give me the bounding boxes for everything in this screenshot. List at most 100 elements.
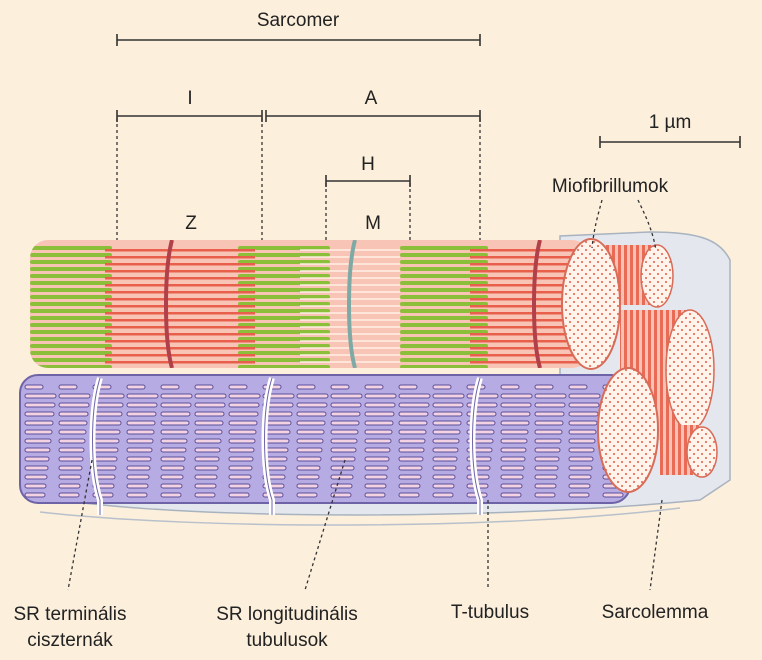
sr-tubule xyxy=(126,483,149,489)
sr-tubule xyxy=(228,411,259,417)
t-tubule-outline xyxy=(472,377,481,515)
sr-tubule xyxy=(194,420,224,426)
thin-filament xyxy=(105,347,255,350)
thin-filament xyxy=(470,354,590,357)
thin-filament xyxy=(470,298,590,301)
sr-tubule xyxy=(398,384,418,390)
sr-tubule xyxy=(296,465,321,471)
sr-tubule xyxy=(432,492,454,498)
i-band-label: I xyxy=(187,88,193,109)
thin-filament xyxy=(105,326,255,329)
sr-tubule xyxy=(228,429,257,435)
sr-tubule xyxy=(58,456,84,462)
sr-tubule xyxy=(296,456,322,462)
thick-filament xyxy=(30,351,112,355)
thin-filament xyxy=(105,333,255,336)
sr-tubule xyxy=(364,456,390,462)
sr-tubule xyxy=(58,438,86,444)
sr-tubule xyxy=(296,447,323,453)
sr-tubule xyxy=(24,420,54,426)
sr-tubule xyxy=(364,384,384,390)
sr-tubule xyxy=(364,438,392,444)
sr-tubule xyxy=(126,393,159,399)
sr-tubule xyxy=(500,429,529,435)
thin-filament xyxy=(470,291,590,294)
sr-tubule xyxy=(330,384,350,390)
m-line-label: M xyxy=(365,213,381,234)
thin-filament xyxy=(105,284,255,287)
thick-filament xyxy=(30,295,112,299)
sr-tubule xyxy=(534,492,556,498)
top-myofibril-end xyxy=(561,238,621,370)
sr-tubule xyxy=(500,447,527,453)
sr-tubule xyxy=(330,411,361,417)
thick-filament xyxy=(238,365,330,368)
sr-tubule xyxy=(364,483,387,489)
thick-filament xyxy=(30,365,112,368)
sr-tubule xyxy=(296,474,320,480)
sr-tubule xyxy=(24,474,48,480)
thin-filament xyxy=(105,270,255,273)
sr-tubule xyxy=(432,474,456,480)
thick-filament xyxy=(400,344,488,348)
thick-filament xyxy=(400,246,488,250)
thick-filament xyxy=(30,358,112,362)
sr-tubule xyxy=(398,393,431,399)
sr-tubule xyxy=(126,438,154,444)
sarcolemma-lower-fold xyxy=(39,507,681,526)
thin-filament xyxy=(470,333,590,336)
sr-tubule xyxy=(432,447,459,453)
thick-filament xyxy=(30,246,112,250)
thin-filament xyxy=(105,340,255,343)
thin-filament xyxy=(470,256,590,259)
sr-tubule xyxy=(364,429,393,435)
sr-tubule xyxy=(364,447,391,453)
sr-tubule xyxy=(534,465,559,471)
thick-filament xyxy=(30,316,112,320)
sr-tubule xyxy=(534,402,566,408)
thin-filament xyxy=(105,319,255,322)
sr-tubule xyxy=(58,465,83,471)
sr-tubule xyxy=(296,420,326,426)
thick-filament xyxy=(400,309,488,313)
sr-tubule xyxy=(398,456,424,462)
sr-tubule xyxy=(194,402,226,408)
sr-tubule xyxy=(364,402,396,408)
sr-tubule xyxy=(500,474,524,480)
thin-filament xyxy=(470,249,590,252)
h-zone-filament xyxy=(300,249,400,251)
sr-tubule xyxy=(228,465,253,471)
sr-tubule xyxy=(228,492,250,498)
a-band-label: A xyxy=(364,88,378,109)
thick-filament xyxy=(400,302,488,306)
thin-filament xyxy=(470,305,590,308)
z-line-label: Z xyxy=(185,213,197,234)
z-line xyxy=(347,240,357,368)
sr-tubule xyxy=(330,420,360,426)
sr-tubule xyxy=(228,474,252,480)
thick-filament xyxy=(400,316,488,320)
thick-filament xyxy=(400,330,488,334)
thick-filament xyxy=(30,337,112,341)
h-zone-filament xyxy=(300,361,400,363)
sr-tubule xyxy=(568,456,594,462)
sr-cylinder xyxy=(19,367,659,515)
sr-tubule xyxy=(296,384,316,390)
z-line xyxy=(164,240,174,368)
thin-filament xyxy=(105,291,255,294)
sr-tubule xyxy=(24,402,56,408)
sr-tubule xyxy=(92,429,121,435)
thick-filament xyxy=(30,260,112,264)
sr-tubule xyxy=(500,456,526,462)
sr-tubule xyxy=(432,384,452,390)
sr-tubule xyxy=(296,429,325,435)
sr-tubule xyxy=(534,411,565,417)
sr-tubule xyxy=(330,393,363,399)
sr-tubule xyxy=(364,420,394,426)
guide-dashes xyxy=(67,118,663,591)
sr-tubule xyxy=(568,402,600,408)
sr-tubule xyxy=(24,411,55,417)
sr-tubule xyxy=(432,402,464,408)
sr-longitudinal-label: SR longitudinális tubulusok xyxy=(216,602,358,654)
sr-tubule xyxy=(296,402,328,408)
